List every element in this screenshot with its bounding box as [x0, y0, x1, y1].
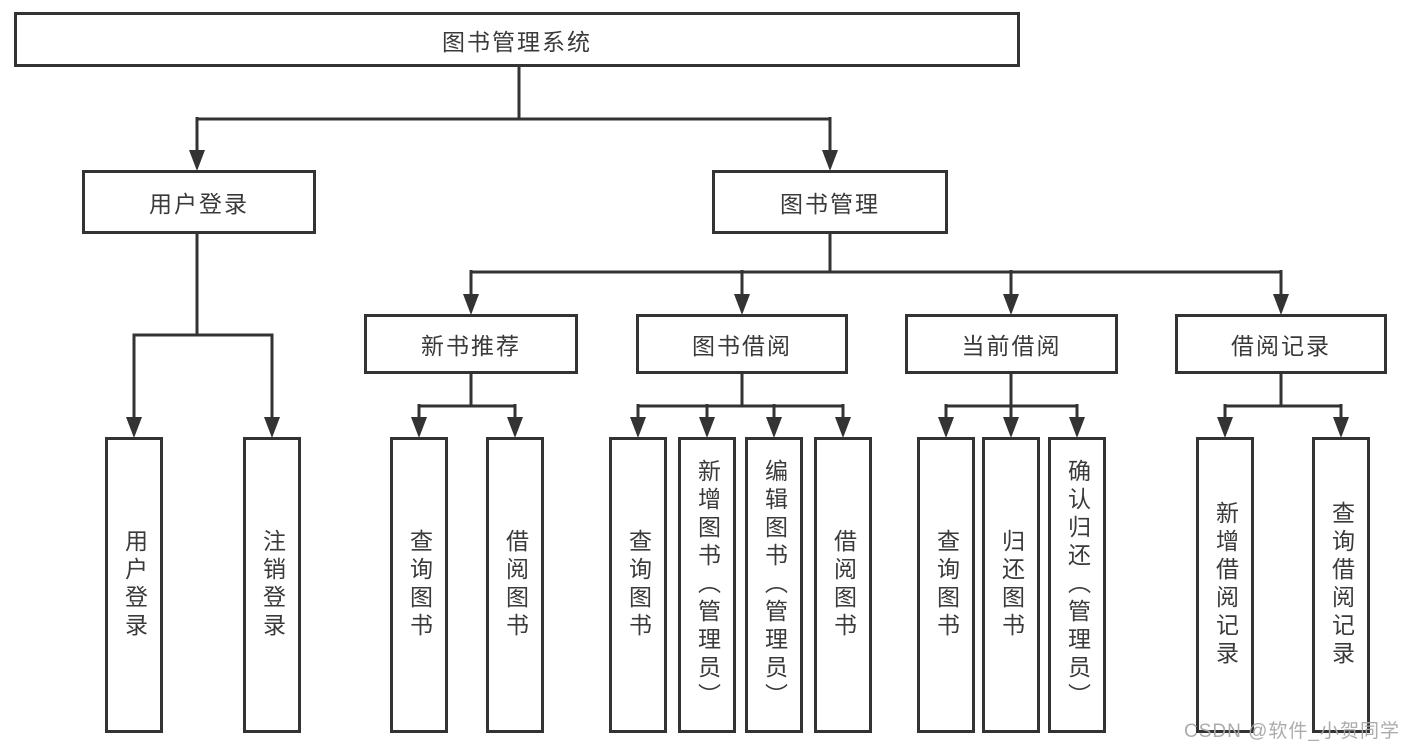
node-label: 新增借阅记录 — [1212, 501, 1239, 669]
leaf-confirm-return-admin: 确认归还（管理员） — [1048, 437, 1106, 733]
node-book-management: 图书管理 — [712, 170, 948, 234]
leaf-user-login: 用户登录 — [105, 437, 163, 733]
leaf-borrow-books-recommend: 借阅图书 — [486, 437, 544, 733]
node-label: 新增图书（管理员） — [694, 459, 721, 711]
node-label: 注销登录 — [259, 529, 286, 641]
node-user-login: 用户登录 — [82, 170, 316, 234]
node-label: 查询图书 — [933, 529, 960, 641]
node-label: 借阅图书 — [830, 529, 857, 641]
leaf-query-borrow-record: 查询借阅记录 — [1312, 437, 1370, 733]
node-label: 用户登录 — [149, 191, 249, 217]
node-borrow-records: 借阅记录 — [1175, 314, 1387, 374]
leaf-return-book: 归还图书 — [982, 437, 1040, 733]
node-label: 当前借阅 — [961, 333, 1062, 359]
node-label: 编辑图书（管理员） — [761, 459, 788, 711]
node-current-borrow: 当前借阅 — [905, 314, 1118, 374]
node-label: 图书管理 — [780, 191, 880, 217]
leaf-add-borrow-record: 新增借阅记录 — [1196, 437, 1254, 733]
node-label: 借阅图书 — [502, 529, 529, 641]
root-node: 图书管理系统 — [14, 12, 1020, 67]
node-label: 图书管理系统 — [442, 28, 592, 55]
node-book-borrow: 图书借阅 — [636, 314, 848, 374]
node-label: 新书推荐 — [421, 333, 521, 359]
leaf-add-book-admin: 新增图书（管理员） — [678, 437, 736, 733]
node-label: 用户登录 — [121, 529, 148, 641]
node-label: 归还图书 — [998, 529, 1025, 641]
node-label: 查询图书 — [625, 529, 652, 641]
leaf-borrow-books: 借阅图书 — [814, 437, 872, 733]
node-label: 查询借阅记录 — [1328, 501, 1355, 669]
watermark: CSDN @软件_小贺同学 — [1184, 721, 1400, 742]
leaf-logout: 注销登录 — [243, 437, 301, 733]
node-label: 借阅记录 — [1231, 333, 1331, 359]
leaf-query-books-borrow: 查询图书 — [609, 437, 667, 733]
node-new-book-recommend: 新书推荐 — [364, 314, 578, 374]
node-label: 确认归还（管理员） — [1064, 459, 1091, 711]
leaf-query-books-current: 查询图书 — [917, 437, 975, 733]
leaf-edit-book-admin: 编辑图书（管理员） — [745, 437, 803, 733]
leaf-query-books-recommend: 查询图书 — [390, 437, 448, 733]
node-label: 图书借阅 — [692, 333, 792, 359]
node-label: 查询图书 — [406, 529, 433, 641]
